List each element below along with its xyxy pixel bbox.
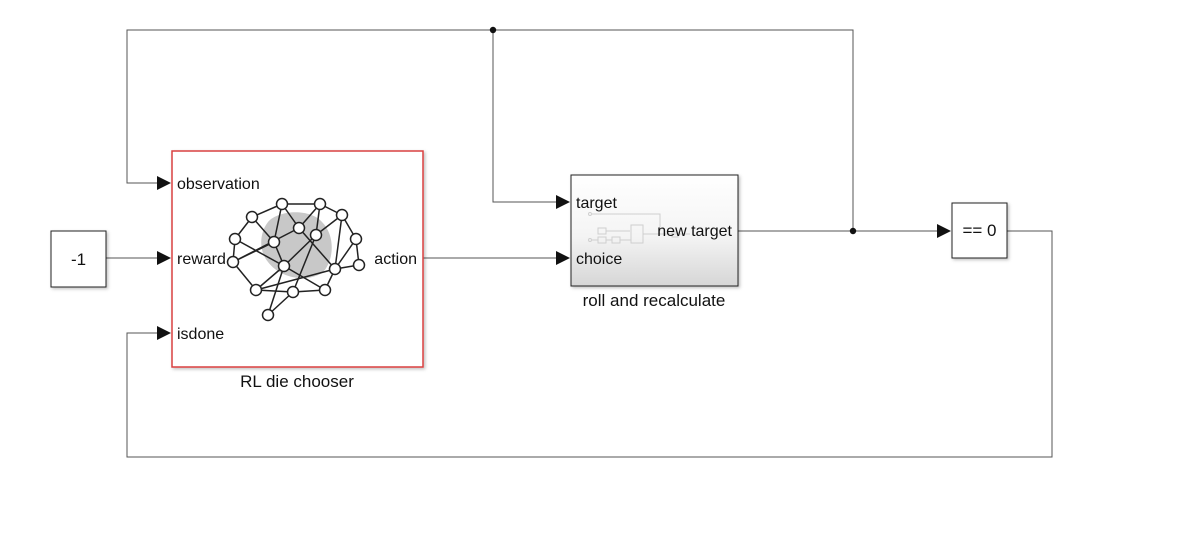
wire-feedback-to-observation[interactable] — [126, 29, 493, 184]
compare-expression: == 0 — [962, 221, 996, 240]
signal-lines — [106, 29, 1053, 458]
port-target-label: target — [576, 195, 617, 212]
port-isdone-label: isdone — [177, 326, 224, 343]
arrowheads — [157, 176, 951, 340]
arrow-isdone-icon — [157, 326, 171, 340]
port-observation-label: observation — [177, 176, 260, 193]
arrow-observation-icon — [157, 176, 171, 190]
arrow-choice-icon — [556, 251, 570, 265]
port-choice-label: choice — [576, 251, 622, 268]
subsystem-block[interactable]: target choice new target roll and recalc… — [570, 174, 739, 310]
neural-network-brain-icon — [226, 197, 366, 322]
arrow-target-icon — [556, 195, 570, 209]
subsystem-preview-icon — [588, 212, 690, 244]
rl-agent-caption: RL die chooser — [240, 372, 354, 391]
rl-agent-block[interactable]: observation reward isdone action — [171, 150, 424, 391]
branch-point-top — [489, 26, 497, 34]
compare-to-zero-block[interactable]: == 0 — [951, 202, 1008, 259]
wire-compare-to-isdone[interactable] — [126, 230, 1053, 458]
wire-feedback-to-target[interactable] — [492, 30, 557, 203]
subsystem-caption: roll and recalculate — [583, 291, 726, 310]
port-action-label: action — [374, 251, 417, 268]
port-reward-label: reward — [177, 251, 226, 268]
arrow-reward-icon — [157, 251, 171, 265]
wire-new-target-feedback[interactable] — [493, 29, 854, 231]
port-new-target-label: new target — [657, 223, 732, 240]
branch-point-new-target — [849, 227, 857, 235]
constant-value: -1 — [71, 250, 86, 269]
arrow-compare-input-icon — [937, 224, 951, 238]
constant-block[interactable]: -1 — [50, 230, 107, 288]
